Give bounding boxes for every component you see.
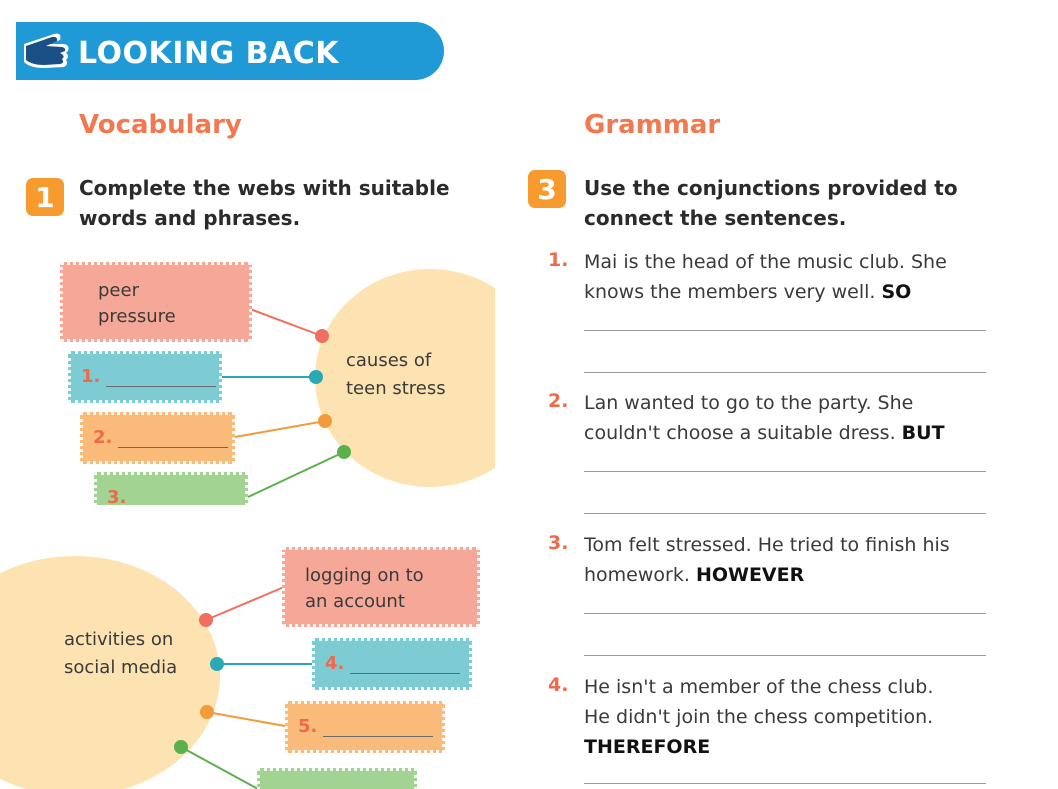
question-line: THEREFORE xyxy=(584,732,994,762)
answer-line[interactable] xyxy=(584,613,986,614)
answer-line[interactable] xyxy=(584,471,986,472)
web-center-label: causes of teen stress xyxy=(346,347,446,403)
example-line: an account xyxy=(305,591,405,612)
blank-number: 2. xyxy=(93,427,113,448)
web-center-line: activities on xyxy=(64,629,174,650)
pointing-hand-icon xyxy=(24,33,69,68)
question-line: homework. HOWEVER xyxy=(584,560,994,590)
answer-box-6[interactable] xyxy=(257,768,417,789)
answer-box-3[interactable]: 3. xyxy=(94,472,248,505)
web-connectors xyxy=(174,586,312,789)
question-line: He isn't a member of the chess club. xyxy=(584,676,934,698)
web-center-line: social media xyxy=(64,657,178,678)
web-center-line: teen stress xyxy=(346,378,446,399)
question-line: couldn't choose a suitable dress. BUT xyxy=(584,418,994,448)
question-number: 1. xyxy=(548,249,569,271)
question-number: 3. xyxy=(548,532,569,554)
question-text: Tom felt stressed. He tried to finish hi… xyxy=(584,530,994,590)
example-line: peer xyxy=(98,280,139,301)
web-center-line: causes of xyxy=(346,350,432,371)
question-text: He isn't a member of the chess club. He … xyxy=(584,672,994,762)
example-line: pressure xyxy=(98,306,176,327)
answer-line[interactable] xyxy=(584,330,986,331)
answer-line[interactable] xyxy=(584,783,986,784)
question-line-text: knows the members very well. xyxy=(584,281,876,303)
web-causes-of-stress: causes of teen stress peer pressure 1. 2… xyxy=(0,255,495,505)
web-connectors xyxy=(222,308,351,498)
question-line-text: homework. xyxy=(584,564,690,586)
exercise-instruction: Use the conjunctions provided to connect… xyxy=(584,173,958,233)
blank-line xyxy=(132,493,242,505)
blank-line xyxy=(350,659,461,674)
vocabulary-title: Vocabulary xyxy=(79,110,242,140)
answer-line[interactable] xyxy=(584,655,986,656)
blank-number: 3. xyxy=(107,487,127,505)
question-text: Lan wanted to go to the party. She could… xyxy=(584,388,994,448)
answer-line[interactable] xyxy=(584,372,986,373)
answer-box-5[interactable]: 5. xyxy=(285,701,445,753)
blank-number: 1. xyxy=(81,366,101,387)
question-line: Lan wanted to go to the party. She xyxy=(584,392,914,414)
exercise-instruction: Complete the webs with suitable words an… xyxy=(79,173,450,233)
blank-line xyxy=(106,372,217,387)
question-number: 4. xyxy=(548,674,569,696)
example-box: peer pressure xyxy=(60,262,252,342)
instruction-line: Use the conjunctions provided to xyxy=(584,176,958,200)
grammar-title: Grammar xyxy=(584,110,721,140)
example-line: logging on to xyxy=(305,565,424,586)
instruction-line: connect the sentences. xyxy=(584,206,847,230)
instruction-line: words and phrases. xyxy=(79,206,301,230)
banner-title: LOOKING BACK xyxy=(78,36,339,71)
answer-box-2[interactable]: 2. xyxy=(80,412,235,464)
conjunction: SO xyxy=(881,281,912,303)
question-line: Tom felt stressed. He tried to finish hi… xyxy=(584,534,950,556)
blank-number: 4. xyxy=(325,653,345,674)
question-line: Mai is the head of the music club. She xyxy=(584,251,947,273)
blank-line xyxy=(323,722,434,737)
conjunction: BUT xyxy=(901,422,945,444)
exercise-number-badge: 3 xyxy=(528,170,566,208)
conjunction: THEREFORE xyxy=(584,736,711,758)
example-box: logging on to an account xyxy=(282,547,480,627)
conjunction: HOWEVER xyxy=(695,564,805,586)
blank-line xyxy=(118,433,229,448)
question-text: Mai is the head of the music club. She k… xyxy=(584,247,994,307)
blank-number: 5. xyxy=(298,716,318,737)
answer-box-1[interactable]: 1. xyxy=(68,351,222,403)
answer-box-4[interactable]: 4. xyxy=(312,638,472,690)
answer-line[interactable] xyxy=(584,513,986,514)
exercise-number-badge: 1 xyxy=(26,178,64,216)
question-number: 2. xyxy=(548,390,569,412)
web-social-media-activities: activities on social media logging on to… xyxy=(0,540,495,789)
question-line: He didn't join the chess competition. xyxy=(584,706,934,728)
question-line-text: couldn't choose a suitable dress. xyxy=(584,422,896,444)
instruction-line: Complete the webs with suitable xyxy=(79,176,450,200)
question-line: knows the members very well. SO xyxy=(584,277,994,307)
section-banner xyxy=(16,22,444,80)
web-center-label: activities on social media xyxy=(64,626,177,682)
